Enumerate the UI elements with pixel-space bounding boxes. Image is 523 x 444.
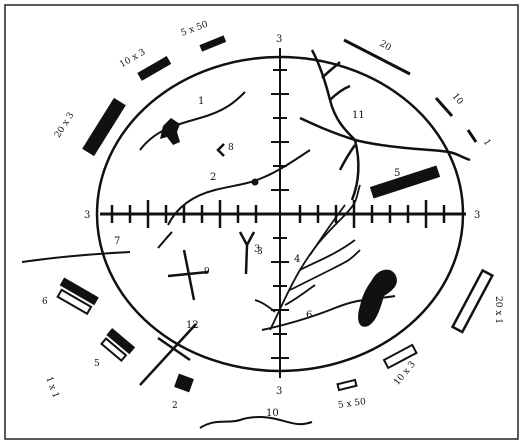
feature-number-12: 12 (186, 320, 199, 331)
scale-label-10-right: 10 (450, 92, 465, 107)
feature-number-4: 4 (294, 254, 300, 265)
scale-bar-20x3 (82, 98, 126, 156)
feature-12-lines (140, 324, 196, 385)
axis-label-right: 3 (474, 210, 480, 221)
scale-bar-1-right (468, 130, 476, 142)
feature-10-line (200, 417, 312, 428)
scale-label-2-left: 2 (172, 401, 178, 411)
scale-bar-6-left (54, 277, 99, 314)
scale-label-5x50-top: 5 x 50 (180, 20, 210, 39)
scale-label-1x1-left: 1 x 1 (43, 375, 60, 399)
scale-bar-5x50-bottom (338, 380, 357, 390)
feature-8-mark (218, 144, 224, 156)
axis-label-left: 3 (84, 210, 90, 221)
feature-number-1: 1 (198, 96, 204, 107)
feature-2-tail (158, 232, 172, 248)
scale-bar-20x1 (453, 270, 493, 332)
feature-1-blob (160, 118, 180, 145)
feature-number-5: 5 (394, 168, 400, 179)
scale-bar-10x3 (137, 56, 171, 81)
feature-number-7: 7 (114, 236, 120, 247)
axis-label-top: 3 (276, 34, 282, 45)
scale-label-20x3: 20 x 3 (53, 111, 76, 140)
axis-label-bottom: 3 (276, 386, 282, 397)
feature-7-line (22, 252, 130, 262)
feature-9-cross (168, 250, 208, 300)
feature-number-2: 2 (210, 172, 216, 183)
outer-frame (5, 5, 518, 439)
scale-bar-20-top (344, 40, 410, 74)
scale-label-1-right: 1 (481, 138, 493, 148)
feature-1-line (140, 92, 245, 150)
scale-label-10x3: 10 x 3 (118, 47, 147, 70)
feature-3-4-network (255, 185, 360, 330)
feature-number-8: 8 (228, 143, 234, 153)
scale-bar-10-right (436, 98, 452, 116)
scale-label-20-top: 20 (378, 39, 393, 54)
scale-label-5-left: 5 (94, 359, 100, 369)
feature-11-tree (300, 50, 470, 200)
scale-bar-2-left (174, 374, 194, 393)
feature-number-9: 9 (204, 267, 210, 277)
feature-6-blob (358, 270, 397, 327)
scale-bar-5x50-top (199, 35, 226, 51)
scale-label-5x50-bottom: 5 x 50 (337, 397, 366, 411)
feature-number-10: 10 (266, 408, 279, 419)
feature-2-node (252, 179, 259, 186)
scale-label-20x1: 20 x 1 (493, 296, 503, 324)
feature-number-6: 6 (306, 310, 312, 321)
scale-label-6-left: 6 (42, 297, 48, 307)
scale-bar-5-left (100, 328, 135, 362)
feature-number-11: 11 (352, 110, 365, 121)
feature-5-bar (370, 165, 440, 198)
feature-number-3: 3 (257, 247, 263, 257)
feature-y-shape (240, 232, 254, 274)
